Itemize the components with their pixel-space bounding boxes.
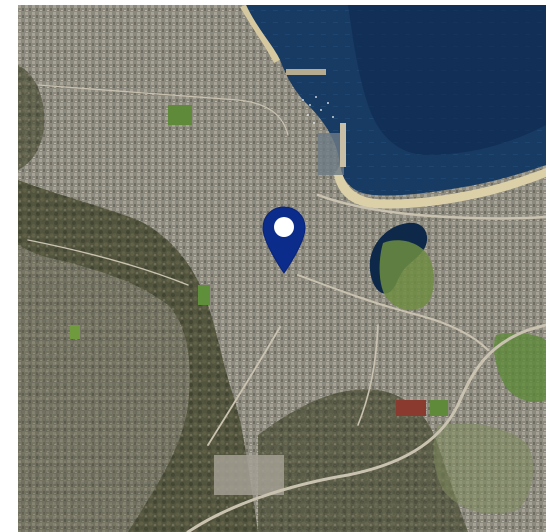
sports-field-south-green (430, 400, 448, 416)
forest-area-south (258, 389, 468, 532)
satellite-map[interactable] (18, 5, 546, 532)
north-road (37, 84, 289, 136)
park-green (379, 240, 434, 311)
bay-deep (348, 5, 546, 155)
coastal-road (316, 193, 546, 220)
marina-piers (318, 133, 344, 175)
map-pin-icon[interactable] (261, 205, 307, 275)
arterial-road (297, 274, 489, 351)
forest-area-northwest (18, 65, 45, 170)
park-field-north (168, 105, 192, 125)
map-pin-center (274, 217, 294, 237)
beach-north (240, 5, 280, 63)
field-west (70, 325, 80, 339)
sports-field-central (198, 285, 210, 305)
north-south-road (357, 324, 379, 426)
neighborhood-southwest (18, 245, 190, 532)
highway-1 (186, 323, 546, 532)
west-road (27, 239, 189, 286)
roads (27, 84, 546, 532)
golf-course-east (493, 332, 546, 402)
wharf (286, 69, 326, 75)
sports-field-south (396, 400, 426, 416)
residential-green-southeast (433, 423, 534, 514)
breakwater (340, 123, 346, 167)
moored-boats (302, 96, 334, 124)
map-pin-body (262, 206, 306, 274)
diagonal-road (207, 326, 281, 446)
beach (334, 165, 546, 209)
large-building-lot (214, 455, 284, 495)
